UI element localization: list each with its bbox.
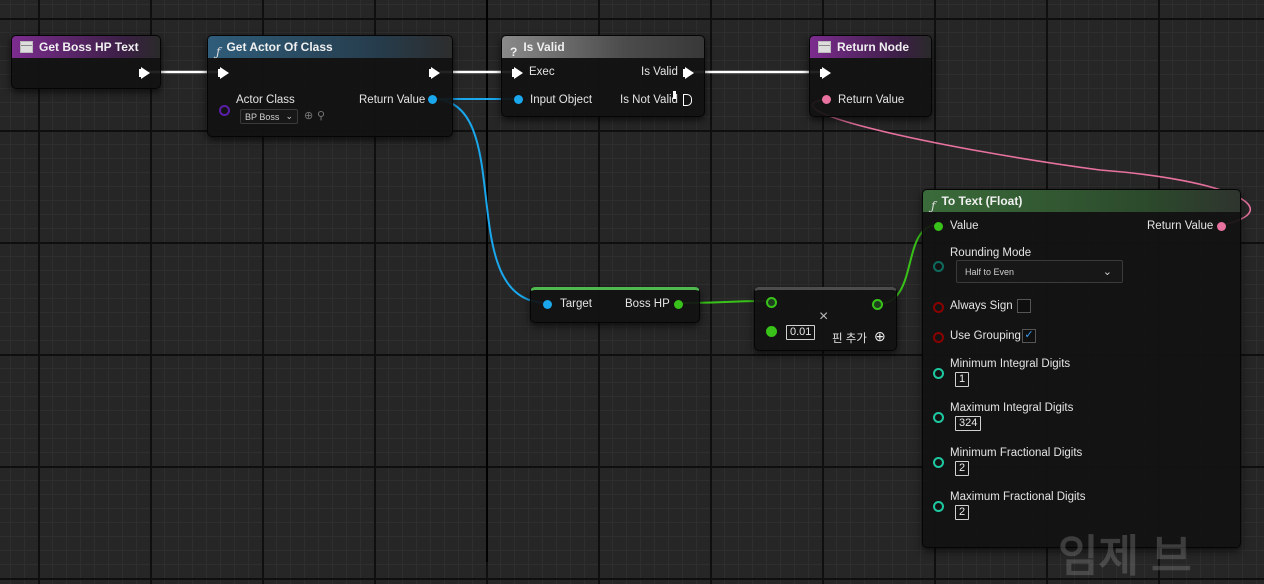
is-not-valid-label: Is Not Valid (620, 94, 678, 106)
exec-out-pin[interactable] (139, 67, 150, 79)
function-entry-icon (20, 41, 33, 53)
return-value-label: Return Value (1147, 220, 1214, 232)
multiply-icon: × (819, 308, 829, 325)
rounding-mode-pin[interactable] (933, 261, 944, 272)
operand-input[interactable]: 0.01 (786, 325, 816, 340)
use-grouping-pin[interactable] (933, 332, 944, 343)
node-get-actor-of-class[interactable]: ƒ Get Actor Of Class Actor Class BP Boss… (207, 35, 453, 137)
actor-class-value: BP Boss (245, 111, 280, 122)
node-header: Return Node (810, 36, 931, 58)
use-grouping-checkbox[interactable]: ✓ (1022, 329, 1036, 343)
add-pin-icon[interactable]: ⊕ (874, 328, 886, 344)
max-fractional-label: Maximum Fractional Digits (950, 491, 1086, 503)
float-in-a-pin[interactable] (766, 297, 777, 308)
input-object-pin[interactable] (514, 95, 523, 104)
boss-hp-label: Boss HP (625, 298, 670, 310)
actor-class-pin[interactable] (219, 105, 230, 116)
node-multiply[interactable]: 0.01 × 핀 추가 ⊕ (754, 287, 897, 351)
is-valid-exec-out-pin[interactable] (683, 67, 694, 79)
min-integral-pin[interactable] (933, 368, 944, 379)
return-value-pin[interactable] (1217, 222, 1226, 231)
value-label: Value (950, 220, 979, 232)
return-value-pin[interactable] (822, 95, 831, 104)
chevron-down-icon: ⌄ (285, 111, 293, 121)
actor-class-dropdown[interactable]: BP Boss ⌄ (240, 109, 298, 124)
min-fractional-input[interactable]: 2 (955, 461, 970, 476)
max-integral-input[interactable]: 324 (955, 416, 982, 431)
exec-in-pin[interactable] (218, 67, 229, 79)
exec-in-pin[interactable] (512, 67, 523, 79)
min-integral-label: Minimum Integral Digits (950, 358, 1071, 370)
max-integral-label: Maximum Integral Digits (950, 402, 1074, 414)
question-icon: ? (510, 45, 518, 59)
node-title: Is Valid (523, 40, 565, 54)
node-title: Get Actor Of Class (226, 40, 333, 54)
is-not-valid-exec-out-pin[interactable] (673, 91, 692, 106)
boss-hp-out-pin[interactable] (674, 300, 683, 309)
is-valid-label: Is Valid (641, 66, 678, 78)
min-fractional-label: Minimum Fractional Digits (950, 447, 1083, 459)
input-object-label: Input Object (530, 94, 593, 106)
max-integral-pin[interactable] (933, 412, 944, 423)
chevron-down-icon: ⌄ (1102, 266, 1112, 278)
watermark-text: 임제 브 (1058, 532, 1192, 581)
node-title: Get Boss HP Text (39, 40, 139, 54)
node-is-valid[interactable]: ? Is Valid Exec Is Valid Input Object Is… (501, 35, 705, 117)
target-pin[interactable] (543, 300, 552, 309)
node-title: Return Node (837, 40, 909, 54)
function-icon: ƒ (216, 45, 221, 59)
always-sign-checkbox[interactable] (1017, 299, 1031, 313)
return-value-pin[interactable] (428, 95, 437, 104)
function-icon: ƒ (931, 199, 936, 213)
add-pin-label[interactable]: 핀 추가 (832, 333, 867, 345)
rounding-mode-value: Half to Even (965, 266, 1015, 277)
return-value-label: Return Value (359, 94, 426, 106)
node-header: ? Is Valid (502, 36, 704, 59)
float-out-pin[interactable] (872, 299, 883, 310)
node-header: ƒ Get Actor Of Class (208, 36, 452, 59)
return-value-label: Return Value (838, 94, 905, 106)
node-header: Get Boss HP Text (12, 36, 160, 58)
max-fractional-input[interactable]: 2 (955, 505, 970, 520)
node-header: ƒ To Text (Float) (923, 190, 1240, 213)
value-pin[interactable] (934, 222, 943, 231)
always-sign-label: Always Sign (950, 300, 1013, 312)
node-to-text-float[interactable]: ƒ To Text (Float) Value Return Value Rou… (922, 189, 1241, 548)
exec-label: Exec (529, 66, 555, 78)
target-label: Target (560, 298, 592, 310)
exec-out-pin[interactable] (429, 67, 440, 79)
node-title: To Text (Float) (941, 194, 1023, 208)
always-sign-pin[interactable] (933, 302, 944, 313)
min-integral-input[interactable]: 1 (955, 372, 970, 387)
max-fractional-pin[interactable] (933, 501, 944, 512)
browse-icon[interactable]: ⚲ (317, 110, 326, 122)
function-return-icon (818, 41, 831, 53)
float-in-b-pin[interactable] (766, 326, 777, 337)
rounding-mode-dropdown[interactable]: Half to Even ⌄ (956, 260, 1123, 283)
min-fractional-pin[interactable] (933, 457, 944, 468)
node-return[interactable]: Return Node Return Value (809, 35, 932, 117)
node-boss-hp-getter[interactable]: Target Boss HP (530, 287, 700, 323)
use-selected-icon[interactable]: ⊕ (304, 110, 314, 122)
node-get-boss-hp-text[interactable]: Get Boss HP Text (11, 35, 161, 89)
rounding-mode-label: Rounding Mode (950, 247, 1032, 259)
canvas-grid-line (486, 0, 488, 562)
use-grouping-label: Use Grouping (950, 330, 1021, 342)
exec-in-pin[interactable] (820, 67, 831, 79)
actor-class-label: Actor Class (236, 94, 295, 106)
